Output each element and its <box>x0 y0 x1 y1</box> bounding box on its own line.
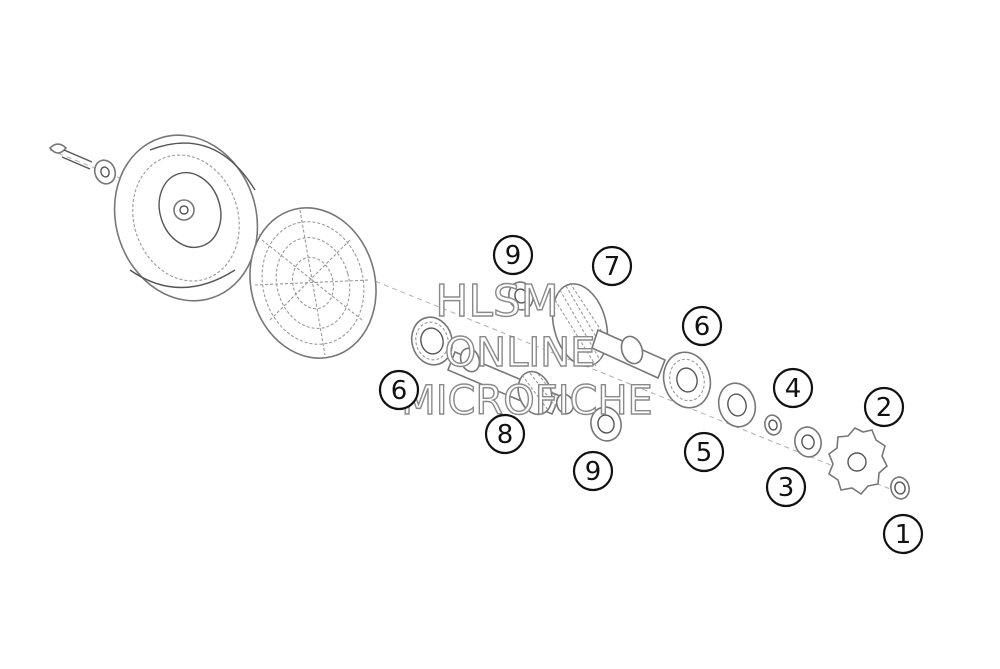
callout-9-lower: 9 <box>572 450 614 492</box>
oil-seal <box>717 382 757 428</box>
bearing-left <box>410 316 454 366</box>
callout-6-right-label: 6 <box>694 312 711 342</box>
washer <box>93 159 117 185</box>
callout-4: 4 <box>772 367 814 409</box>
bevel-gear-shaft <box>551 282 667 380</box>
bushing-upper <box>508 281 534 311</box>
callout-6-left-label: 6 <box>391 376 408 406</box>
bushing-lower <box>590 406 622 442</box>
callout-2: 2 <box>863 386 905 428</box>
callout-8: 8 <box>484 413 526 455</box>
bolt <box>48 143 93 170</box>
sprocket <box>828 427 888 496</box>
watermark-line-1: HLSM <box>435 276 559 327</box>
watermark-line-3: MICROFICHE <box>401 378 653 424</box>
callout-3-label: 3 <box>778 473 795 503</box>
drum-housing <box>113 134 259 302</box>
callout-2-label: 2 <box>876 393 893 423</box>
callout-1-label: 1 <box>895 520 912 550</box>
callout-9-lower-label: 9 <box>585 457 602 487</box>
pinion-shaft <box>446 347 575 416</box>
callout-4-label: 4 <box>785 374 802 404</box>
watermark: HLSM ONLINE MICROFICHE <box>400 275 653 424</box>
watermark-line-2: ONLINE <box>445 330 596 376</box>
callout-7: 7 <box>591 245 633 287</box>
callout-8-label: 8 <box>497 420 514 450</box>
callout-5: 5 <box>683 431 725 473</box>
spacer <box>794 426 822 458</box>
o-ring <box>764 414 782 436</box>
callout-6-right: 6 <box>681 305 723 347</box>
callout-6-left: 6 <box>378 369 420 411</box>
callout-9-upper-label: 9 <box>505 241 522 271</box>
callout-1: 1 <box>882 513 924 555</box>
callout-7-label: 7 <box>604 252 621 282</box>
callout-5-label: 5 <box>696 438 713 468</box>
circlip <box>890 476 910 500</box>
callout-3: 3 <box>765 466 807 508</box>
callout-9-upper: 9 <box>492 234 534 276</box>
textured-wheel <box>249 207 377 359</box>
bearing-right <box>662 351 712 409</box>
